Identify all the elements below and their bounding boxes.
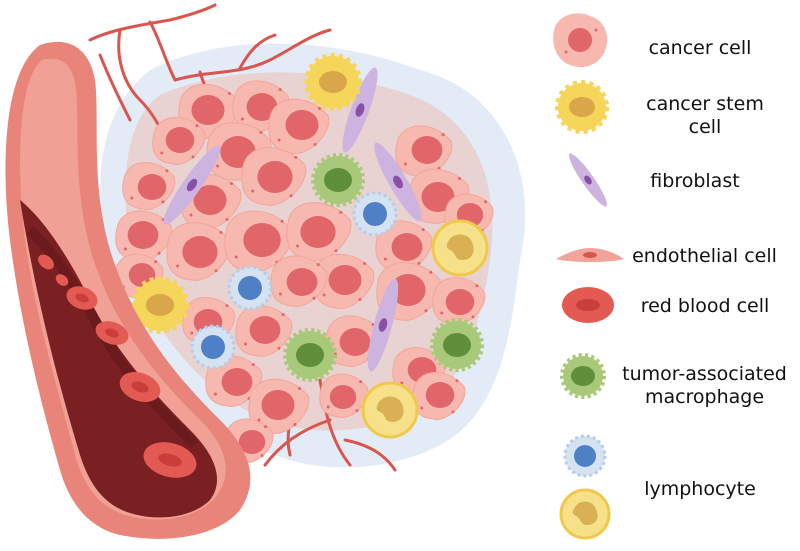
- cancer-cell: [241, 147, 307, 206]
- tumor-associated-macrophages: [283, 153, 484, 382]
- yellow-immune-cells: [361, 219, 489, 439]
- cancer-cell: [224, 210, 294, 273]
- legend-icon-lymphocyte: [563, 434, 607, 478]
- legend-label-cancer-cell: cancer cell: [648, 37, 752, 59]
- legend-icon-yellow-cell: [559, 488, 611, 540]
- cancer-stem-cells: [131, 53, 362, 334]
- legend-icon-fibroblast: [568, 153, 608, 207]
- cancer-cell: [268, 98, 330, 154]
- cancer-cell: [122, 161, 176, 210]
- cancer-cells-cluster: [114, 80, 494, 463]
- legend-label-cancer-stem-cell: cancer stem cell: [640, 93, 770, 139]
- legend-label-cancer-stem-cell-line1: cancer stem: [646, 93, 764, 115]
- legend-icon-macrophage: [560, 353, 606, 399]
- legend-label-tumor-associated-macrophage: tumor-associated macrophage: [612, 363, 797, 409]
- cancer-cell: [115, 210, 173, 262]
- cancer-cell: [395, 125, 453, 177]
- legend-icon-cancer-cell: [553, 13, 608, 68]
- legend-label-tam-line2: macrophage: [644, 386, 765, 408]
- lymphocytes: [190, 191, 398, 370]
- fibroblasts: [163, 67, 422, 372]
- legend-label-red-blood-cell: red blood cell: [640, 295, 770, 317]
- legend-icon-endothelial-cell: [556, 248, 624, 262]
- cancer-cell: [286, 202, 352, 261]
- cancer-cell: [375, 220, 433, 272]
- cancer-cell: [412, 371, 466, 420]
- legend-icon-red-blood-cell: [562, 287, 614, 323]
- cancer-cell: [166, 222, 232, 281]
- cancer-cell: [270, 255, 328, 307]
- cancer-cell: [235, 305, 293, 357]
- legend-icon-cancer-stem-cell: [555, 80, 609, 134]
- legend-label-endothelial-cell: endothelial cell: [632, 245, 777, 267]
- vessel-red-blood-cells: [38, 254, 197, 478]
- cancer-cell: [152, 116, 206, 165]
- cancer-cell: [432, 276, 486, 325]
- blood-vessel: [5, 41, 251, 539]
- cancer-cell: [205, 355, 263, 407]
- legend-label-lymphocyte: lymphocyte: [644, 478, 756, 500]
- cancer-cell: [313, 253, 375, 309]
- legend-label-cancer-stem-cell-line2: cell: [688, 116, 722, 138]
- legend-label-fibroblast: fibroblast: [650, 170, 740, 192]
- legend-label-tam-line1: tumor-associated: [622, 363, 787, 385]
